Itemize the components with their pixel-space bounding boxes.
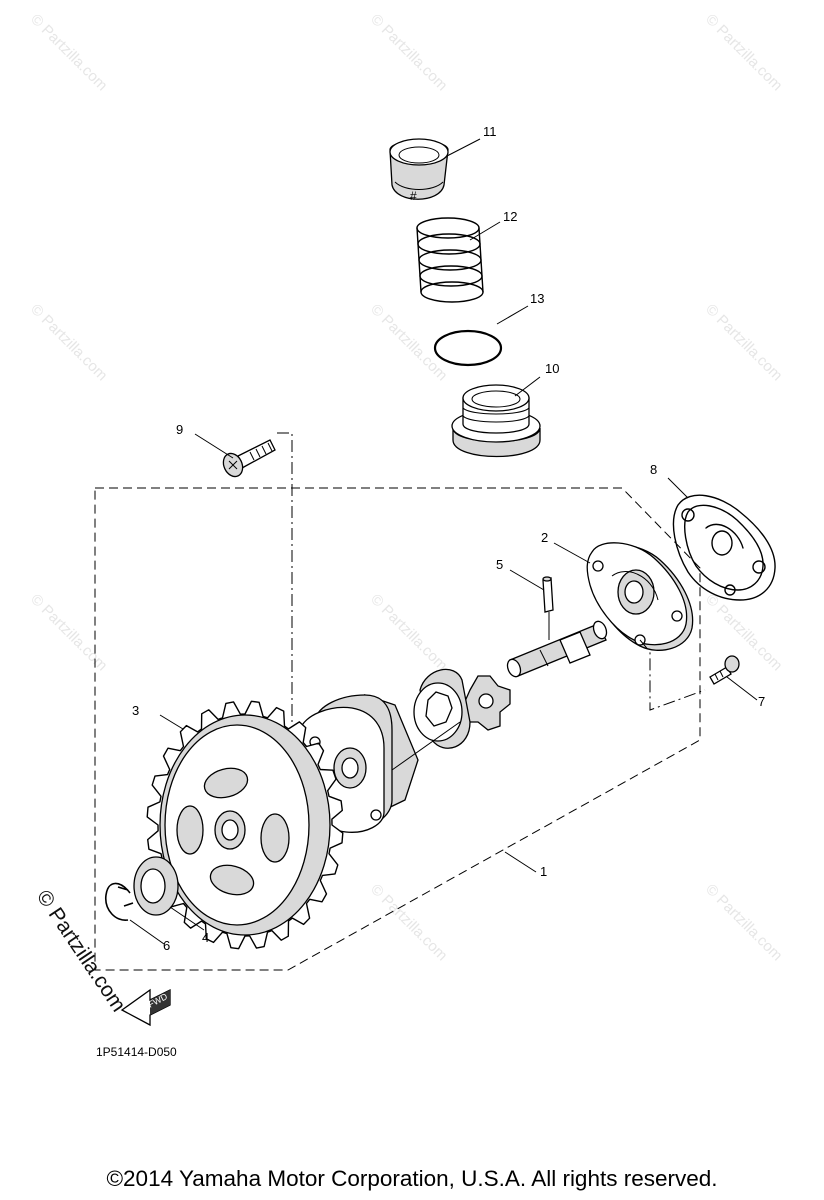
- callout-2: 2: [541, 530, 548, 545]
- assembly-boundary: [94, 487, 701, 971]
- shaft-axis-line: [391, 721, 461, 771]
- copyright-notice: ©2014 Yamaha Motor Corporation, U.S.A. A…: [106, 1166, 718, 1191]
- callout-8: 8: [650, 462, 657, 477]
- watermark: © Partzilla.com: [702, 301, 785, 384]
- callout-13: 13: [530, 291, 544, 306]
- watermark: © Partzilla.com: [27, 301, 110, 384]
- callout-6: 6: [163, 938, 170, 953]
- callout-7: 7: [758, 694, 765, 709]
- bolt-part: [709, 655, 740, 685]
- callout-labels: 11 12 13 10 9 8 2 5 3 7 1 4 6: [132, 124, 765, 953]
- watermark: © Partzilla.com: [702, 591, 785, 674]
- inner-rotor-part: [461, 675, 511, 731]
- callout-5: 5: [496, 557, 503, 572]
- callout-12: 12: [503, 209, 517, 224]
- screw-part: [222, 439, 276, 478]
- drive-gear-part: [146, 700, 344, 950]
- fwd-arrow-icon: FWD: [120, 988, 171, 1027]
- pump-cover-part: [586, 542, 694, 651]
- outer-rotor-part: [413, 668, 471, 749]
- callout-11: 11: [483, 124, 497, 139]
- washer-part: [133, 856, 179, 916]
- watermark: © Partzilla.com: [367, 11, 450, 94]
- pin-part: [542, 577, 554, 613]
- watermark: © Partzilla.com: [367, 881, 450, 964]
- screw-centerline: [277, 432, 320, 751]
- watermark-corner: © Partzilla.com: [32, 886, 130, 1016]
- cap-part: #: [389, 138, 449, 203]
- svg-text:#: #: [410, 189, 417, 203]
- watermark: © Partzilla.com: [27, 591, 110, 674]
- pump-shaft-part: [506, 620, 608, 678]
- diagram-code: 1P51414-D050: [96, 1045, 177, 1059]
- callout-4: 4: [202, 930, 209, 945]
- watermark: © Partzilla.com: [702, 881, 785, 964]
- watermark: © Partzilla.com: [367, 301, 450, 384]
- circlip-part: [105, 882, 134, 921]
- o-ring-part: [433, 329, 503, 367]
- watermark: © Partzilla.com: [367, 591, 450, 674]
- watermark: © Partzilla.com: [27, 11, 110, 94]
- spring-part: [416, 217, 484, 303]
- watermark: © Partzilla.com: [702, 11, 785, 94]
- leader-lines: [129, 138, 758, 945]
- callout-9: 9: [176, 422, 183, 437]
- callout-1: 1: [540, 864, 547, 879]
- plug-part: [451, 384, 541, 458]
- bolt-centerline: [639, 639, 706, 711]
- callout-3: 3: [132, 703, 139, 718]
- callout-10: 10: [545, 361, 559, 376]
- gasket-part: [672, 494, 776, 601]
